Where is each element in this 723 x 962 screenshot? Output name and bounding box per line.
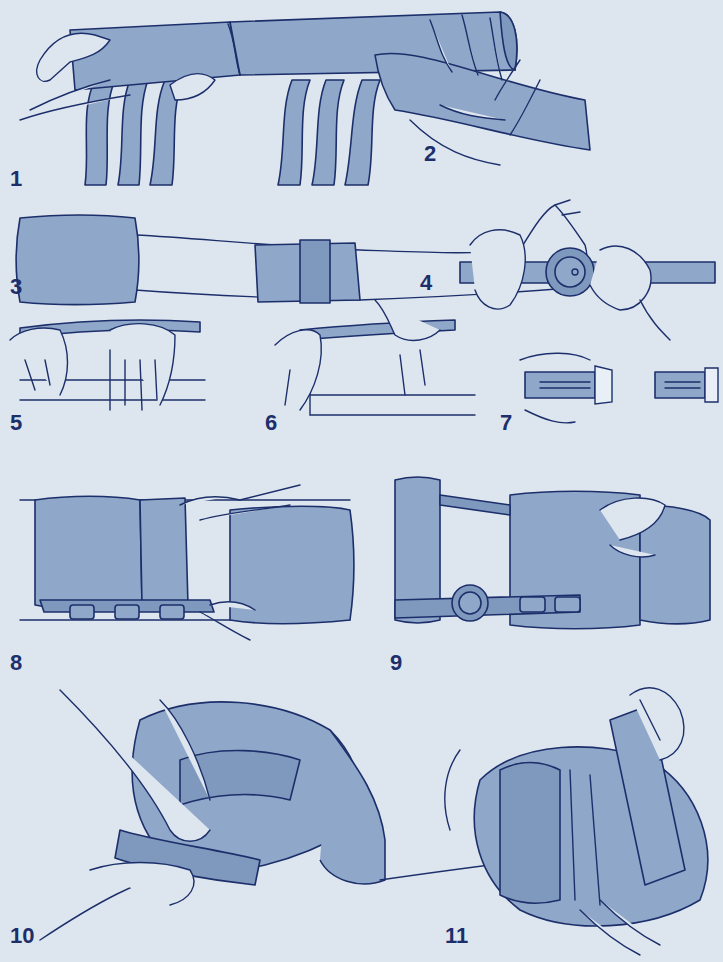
step-number: 5 bbox=[10, 412, 22, 434]
brace-final-strap bbox=[445, 688, 708, 955]
step-number: 8 bbox=[10, 652, 22, 674]
hand-with-pad bbox=[375, 15, 590, 165]
step-number: 11 bbox=[445, 925, 468, 947]
step-number: 9 bbox=[390, 652, 402, 674]
step-number: 7 bbox=[500, 412, 512, 434]
strap-laid-flat bbox=[275, 300, 475, 415]
dial-strap bbox=[460, 230, 715, 340]
strap-buckles bbox=[520, 353, 718, 423]
brace-on-leg bbox=[20, 485, 354, 640]
strap-threading bbox=[10, 320, 205, 410]
step-number: 1 bbox=[10, 168, 22, 190]
step-number: 10 bbox=[10, 925, 34, 947]
step-number: 3 bbox=[10, 276, 22, 298]
step-number: 4 bbox=[420, 272, 432, 294]
step-number: 6 bbox=[265, 412, 277, 434]
step-number: 2 bbox=[424, 143, 436, 165]
brace-fastened bbox=[395, 477, 710, 629]
